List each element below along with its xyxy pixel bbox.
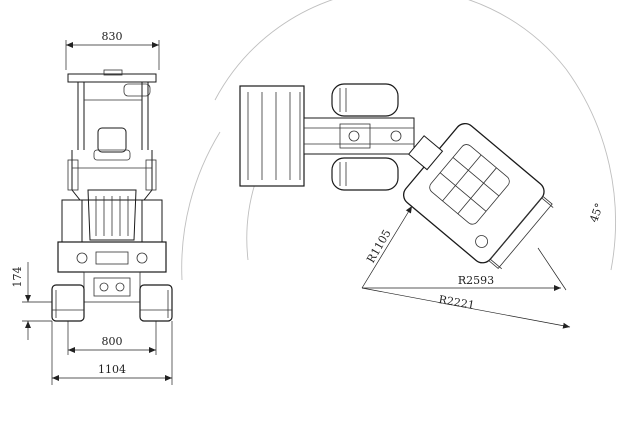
- top-view: R1105 R2593 R2221 45°: [181, 0, 616, 329]
- undercarriage: [51, 271, 173, 322]
- operator-seat: [93, 127, 131, 161]
- top-upper-structure: [402, 122, 554, 270]
- min-radius-label: R2221: [438, 293, 476, 312]
- dimension-track-gauge: 800: [67, 321, 157, 355]
- dimension-ground-clearance: 174: [11, 262, 52, 340]
- total-width-label: 1104: [98, 363, 126, 376]
- radius-lines: [361, 205, 571, 329]
- dozer-blade: [57, 241, 167, 273]
- front-view: 830: [11, 30, 173, 385]
- upper-body: [67, 150, 157, 201]
- swing-angle-label: 45°: [587, 201, 606, 224]
- top-chassis: [303, 117, 415, 155]
- top-tracks: [331, 83, 399, 191]
- canopy: [67, 69, 157, 150]
- front-radius-label: R2593: [458, 274, 494, 287]
- front-grille: [61, 189, 163, 243]
- dimension-total-width: 1104: [51, 321, 173, 385]
- track-gauge-label: 800: [102, 335, 123, 348]
- dimension-overall-width: 830: [65, 30, 160, 70]
- top-dozer-blade: [239, 85, 305, 187]
- ground-clearance-label: 174: [11, 267, 24, 288]
- overall-width-label: 830: [102, 30, 123, 43]
